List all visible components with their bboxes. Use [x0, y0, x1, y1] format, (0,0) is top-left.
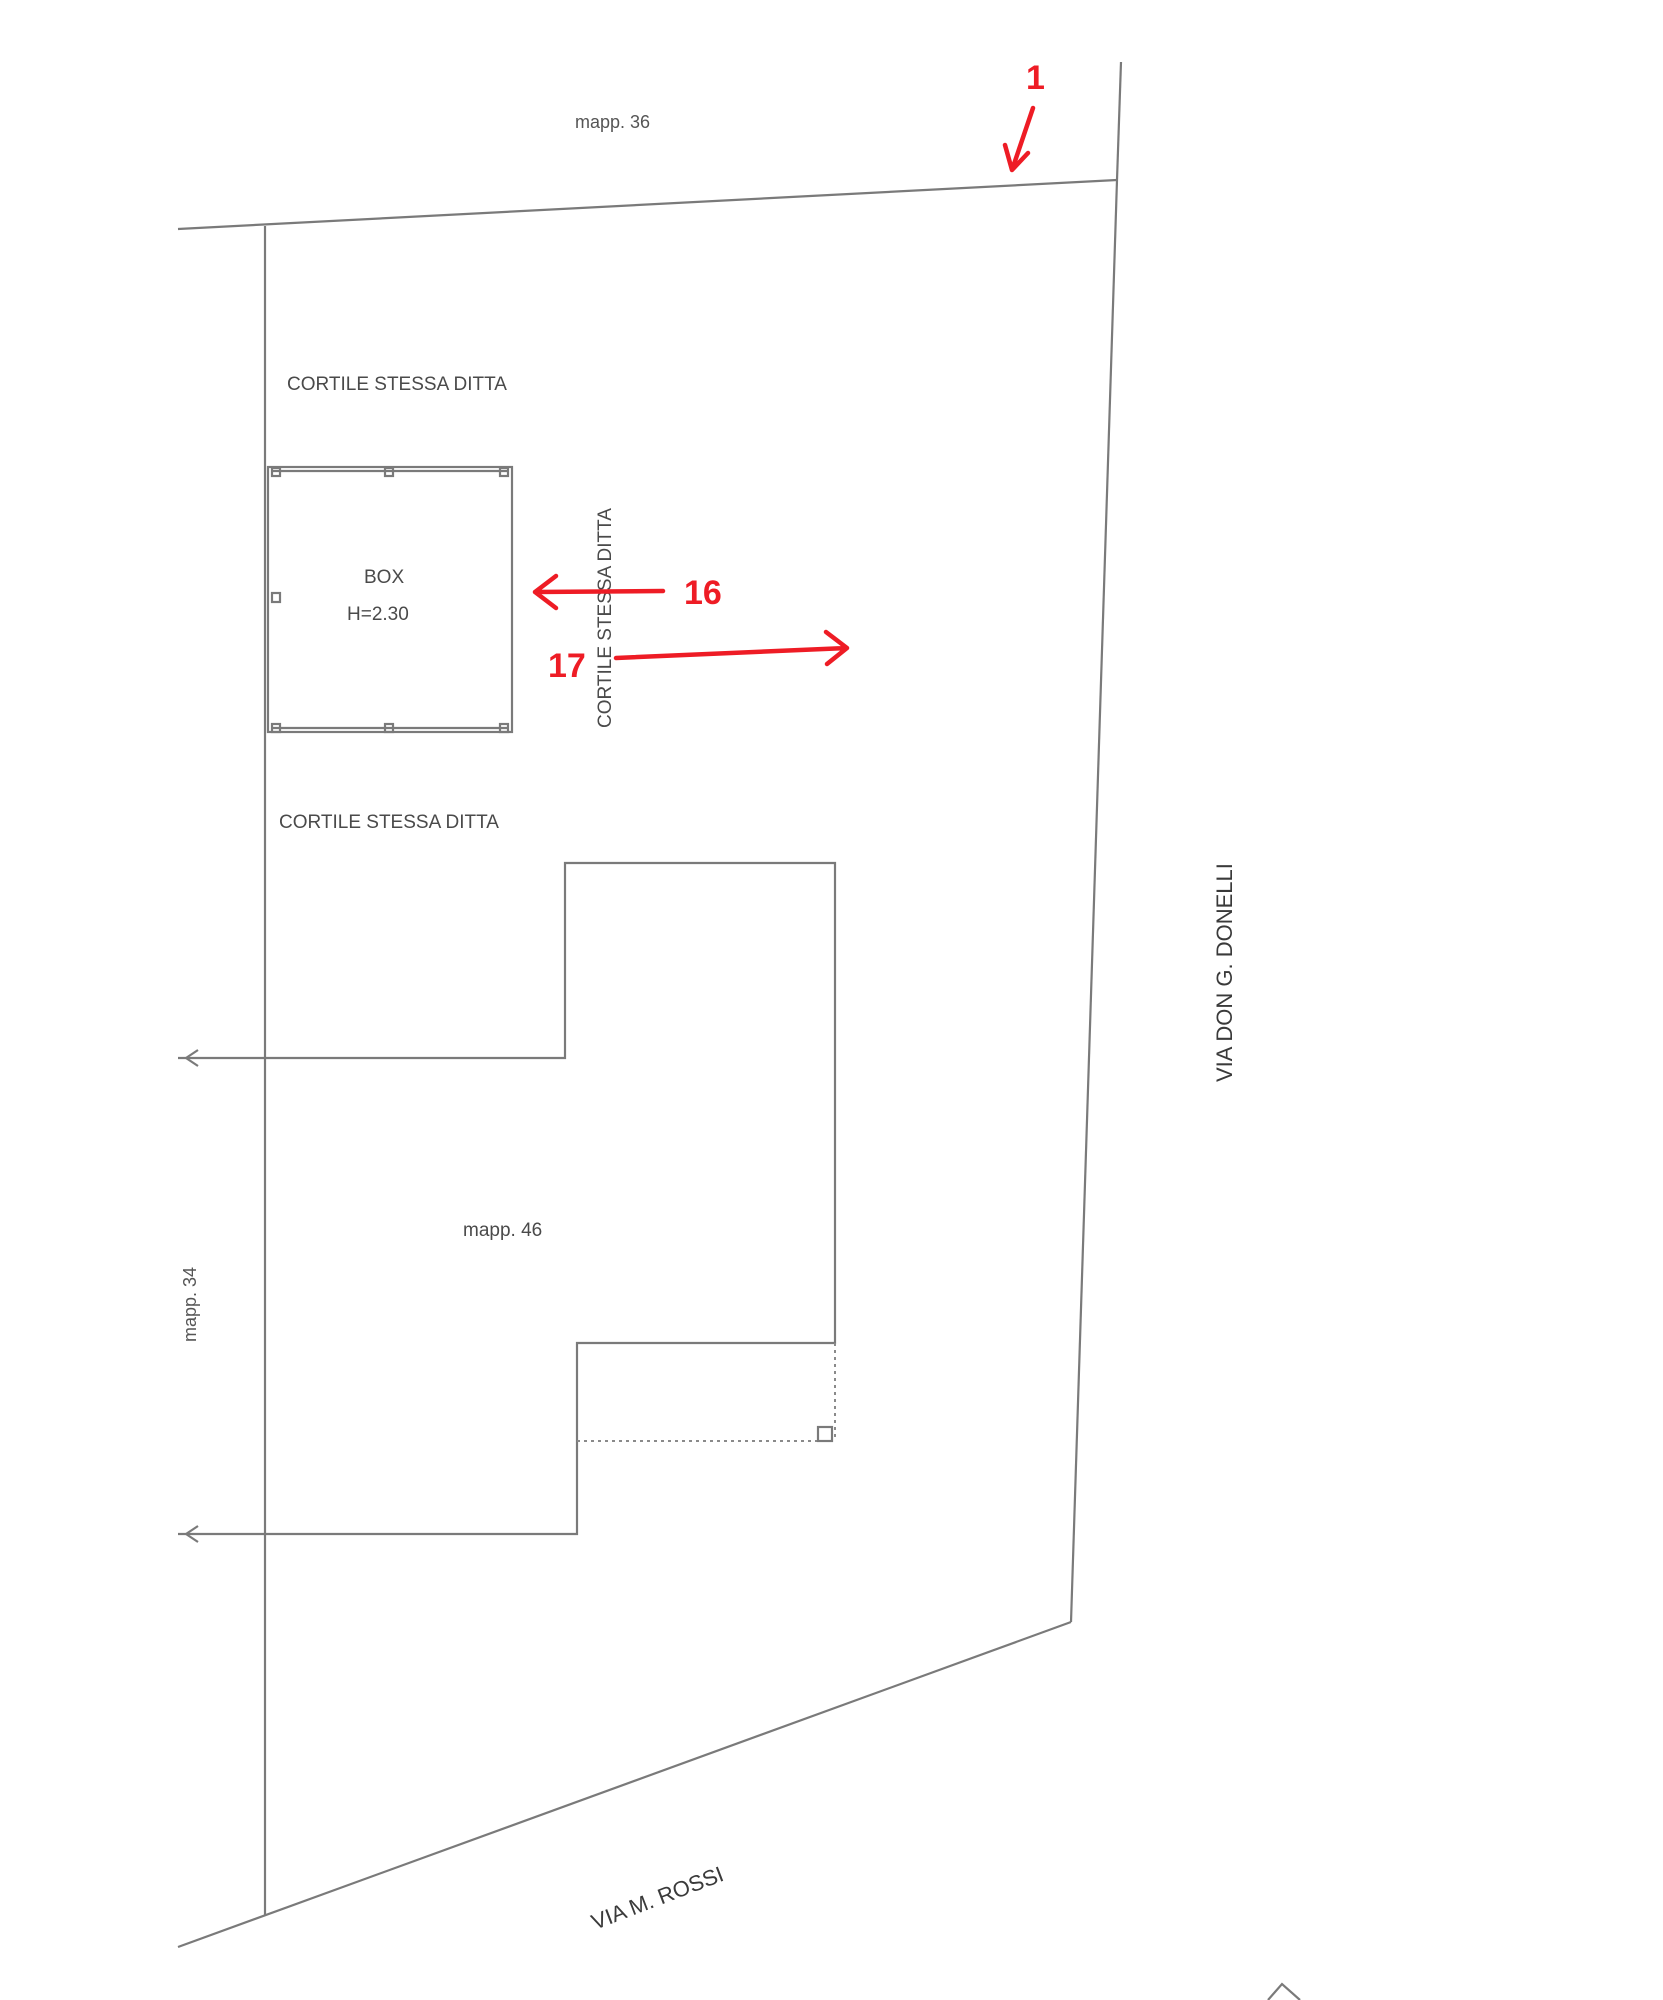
pillar	[383, 466, 395, 478]
garage-box	[266, 465, 514, 734]
right-edge-extension	[1115, 61, 1123, 181]
pillar	[498, 466, 510, 478]
label-cortile-middle: CORTILE STESSA DITTA	[279, 812, 499, 833]
street-via-donelli: VIA DON G. DONELLI	[1212, 863, 1237, 1082]
building-outline	[178, 861, 837, 1536]
arrow-left-icon	[532, 573, 666, 611]
arrow-down-left-icon	[1002, 105, 1036, 173]
label-box-height: H=2.30	[347, 604, 409, 625]
label-mapp-34: mapp. 34	[180, 1267, 200, 1342]
annotation-16: 16	[532, 573, 722, 612]
annotation-number-17: 17	[548, 647, 586, 685]
pillar	[270, 722, 282, 734]
label-box: BOX	[364, 567, 404, 588]
bottom-boundary-line	[177, 1620, 1072, 1949]
tick-mark	[185, 1049, 199, 1067]
corner-fragment	[1267, 1982, 1301, 2000]
garage-outline	[266, 465, 514, 734]
street-via-rossi: VIA M. ROSSI	[588, 1861, 727, 1934]
label-cortile-top: CORTILE STESSA DITTA	[287, 374, 507, 395]
label-mapp-36: mapp. 36	[575, 112, 650, 132]
arrow-right-icon	[613, 629, 850, 667]
annotation-number-1: 1	[1026, 59, 1045, 97]
pillar	[270, 466, 282, 478]
pillar	[498, 722, 510, 734]
label-mapp-46: mapp. 46	[463, 1220, 542, 1241]
pillar	[270, 591, 282, 604]
annotation-17: 17	[548, 629, 850, 685]
pillar	[383, 722, 395, 734]
annotation-1: 1	[1002, 59, 1045, 173]
property-boundary	[177, 61, 1123, 1949]
tick-mark	[185, 1525, 199, 1543]
corner-pillar	[816, 1425, 834, 1443]
label-cortile-vertical: CORTILE STESSA DITTA	[595, 508, 616, 728]
top-boundary-line	[177, 178, 1118, 231]
annotation-number-16: 16	[684, 574, 722, 612]
right-boundary-line	[1069, 179, 1119, 1623]
building-footprint	[178, 861, 837, 1543]
